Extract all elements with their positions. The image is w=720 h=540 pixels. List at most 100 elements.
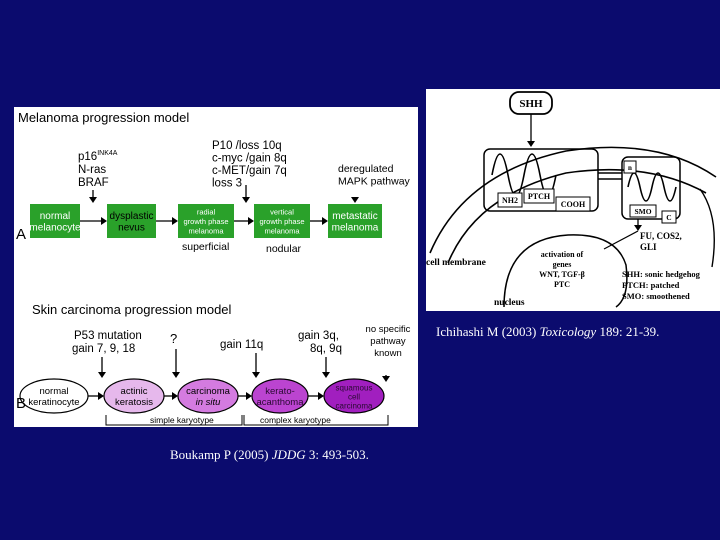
complex-karyotype-label: complex karyotype — [260, 415, 331, 425]
melanoma-stage-label: melanocyte — [29, 222, 81, 233]
gene-activation-line: genes — [553, 260, 572, 269]
progression-models-diagram: Melanoma progression model p16INK4AN-rasB… — [16, 110, 411, 426]
skin-mutation-arrow-head — [252, 372, 260, 378]
melanoma-stage-label: nevus — [118, 222, 145, 233]
melanoma-stage-box — [178, 204, 234, 238]
skin-annotation-unknown: ? — [170, 331, 177, 346]
melanoma-stage-label: metastatic — [332, 211, 378, 222]
melanoma-progression-arrow-head — [322, 217, 328, 225]
ptch-label: PTCH — [528, 192, 551, 201]
skin-annotation-3q: gain 3q, — [298, 330, 339, 342]
signal-line — [603, 230, 639, 250]
skin-annotation-11q: gain 11q — [220, 339, 263, 351]
skin-annotation-no-pathway: pathway — [370, 336, 406, 347]
skin-carcinoma-title: Skin carcinoma progression model — [32, 302, 232, 317]
citation-journal: JDDG — [271, 447, 306, 462]
mutation-group2-line: loss 3 — [212, 178, 242, 190]
skin-mutation-arrow-head — [322, 372, 330, 378]
smo-receptor — [621, 156, 681, 220]
panel-letter-b: B — [16, 395, 26, 412]
legend-entry: SMO: smoothened — [622, 291, 690, 301]
melanoma-stage-label: dysplastic — [110, 211, 154, 222]
shh-ligand-label: SHH — [519, 98, 543, 110]
gene-activation-line: activation of — [541, 250, 584, 259]
skin-stage-label: kerato- — [265, 386, 295, 397]
complex-karyotype-bracket — [243, 415, 389, 426]
melanoma-progression-arrow-head — [172, 217, 178, 225]
p16-superscript: INK4A — [97, 150, 118, 157]
skin-mutation-arrow-head — [98, 372, 106, 378]
melanoma-stage-label: melanoma — [332, 222, 379, 233]
n-label: n — [628, 164, 632, 172]
cell-membrane-label: cell membrane — [426, 258, 486, 268]
nh2-box — [497, 192, 523, 208]
citation-author: Ichihashi M (2003) — [436, 324, 540, 339]
mutation-p16: p16INK4A — [78, 150, 118, 163]
c-box — [661, 210, 677, 224]
simple-karyotype-label: simple karyotype — [150, 415, 214, 425]
skin-stage-label: carcinoma — [336, 402, 373, 411]
melanoma-title: Melanoma progression model — [18, 110, 189, 125]
skin-stage-label: cell — [348, 393, 360, 402]
skin-progression-arrow-head — [172, 392, 178, 400]
skin-annotation-8q9q: 8q, 9q — [310, 343, 342, 355]
skin-progression-arrow-head — [318, 392, 324, 400]
ptch-receptor — [483, 148, 599, 212]
legend-entry: SHH: sonic hedgehog — [622, 269, 701, 279]
citation-boukamp: Boukamp P (2005) JDDG 3: 493-503. — [170, 447, 369, 463]
mutation-group2-line: c-myc /gain 8q — [212, 153, 287, 165]
smo-signal-arrow-head — [634, 225, 642, 231]
skin-stage-label: acanthoma — [256, 397, 304, 408]
mutation-group2-line: P10 /loss 10q — [212, 140, 282, 152]
target-genes-line2: GLI — [640, 242, 657, 252]
skin-stage-label: squamous — [336, 384, 373, 393]
melanoma-stage-label: vertical — [270, 208, 294, 217]
skin-progression-arrow-head — [98, 392, 104, 400]
mutation-arrow-head — [242, 197, 250, 203]
melanoma-progression-arrow-head — [248, 217, 254, 225]
simple-karyotype-bracket — [105, 415, 243, 426]
citation-ichihashi: Ichihashi M (2003) Toxicology 189: 21-39… — [436, 324, 659, 340]
mutation-group3-line: MAPK pathway — [338, 176, 411, 188]
cell-membrane-side — [699, 188, 715, 268]
citation-details: 3: 493-503. — [305, 447, 369, 462]
n-box — [623, 160, 637, 174]
smo-coil — [627, 172, 677, 202]
skin-stage-label: carcinoma — [186, 386, 231, 397]
skin-mutation-arrow-head — [382, 376, 390, 382]
gene-activation-line: PTC — [554, 280, 570, 289]
cell-membrane-inner — [447, 168, 707, 264]
skin-annotation-p53: P53 mutation — [74, 330, 142, 342]
melanoma-stage-label: melanoma — [264, 227, 300, 236]
skin-stage-label: normal — [39, 386, 68, 397]
melanoma-stage-label: growth phase — [183, 217, 228, 226]
skin-annotation-gains: gain 7, 9, 18 — [72, 343, 135, 355]
mutation-group3-line: deregulated — [338, 163, 394, 175]
nucleus-outline — [503, 234, 628, 308]
skin-stage-label: keratosis — [115, 397, 153, 408]
skin-annotation-no-pathway: known — [374, 348, 401, 359]
c-label: C — [666, 213, 671, 222]
cooh-box — [555, 196, 591, 212]
nh2-label: NH2 — [502, 196, 518, 205]
citation-author: Boukamp P (2005) — [170, 447, 272, 462]
skin-annotation-no-pathway: no specific — [366, 324, 411, 335]
target-genes-line1: FU, COS2, — [640, 231, 682, 241]
melanoma-progression-arrow-head — [101, 217, 107, 225]
mutation-arrow-head — [89, 197, 97, 203]
smo-label: SMO — [634, 207, 651, 216]
skin-mutation-arrow-head — [172, 372, 180, 378]
skin-stage-label: keratinocyte — [28, 397, 79, 408]
cooh-label: COOH — [561, 200, 586, 209]
mutation-n-ras: N-ras — [78, 164, 106, 176]
citation-details: 189: 21-39. — [596, 324, 660, 339]
citation-journal: Toxicology — [539, 324, 597, 339]
melanoma-stage-box — [328, 204, 382, 238]
melanoma-stage-box — [254, 204, 310, 238]
panel-letter-a: A — [16, 226, 26, 243]
melanoma-stage-label: radial — [197, 208, 216, 217]
gene-activation-line: WNT, TGF-β — [539, 270, 585, 279]
